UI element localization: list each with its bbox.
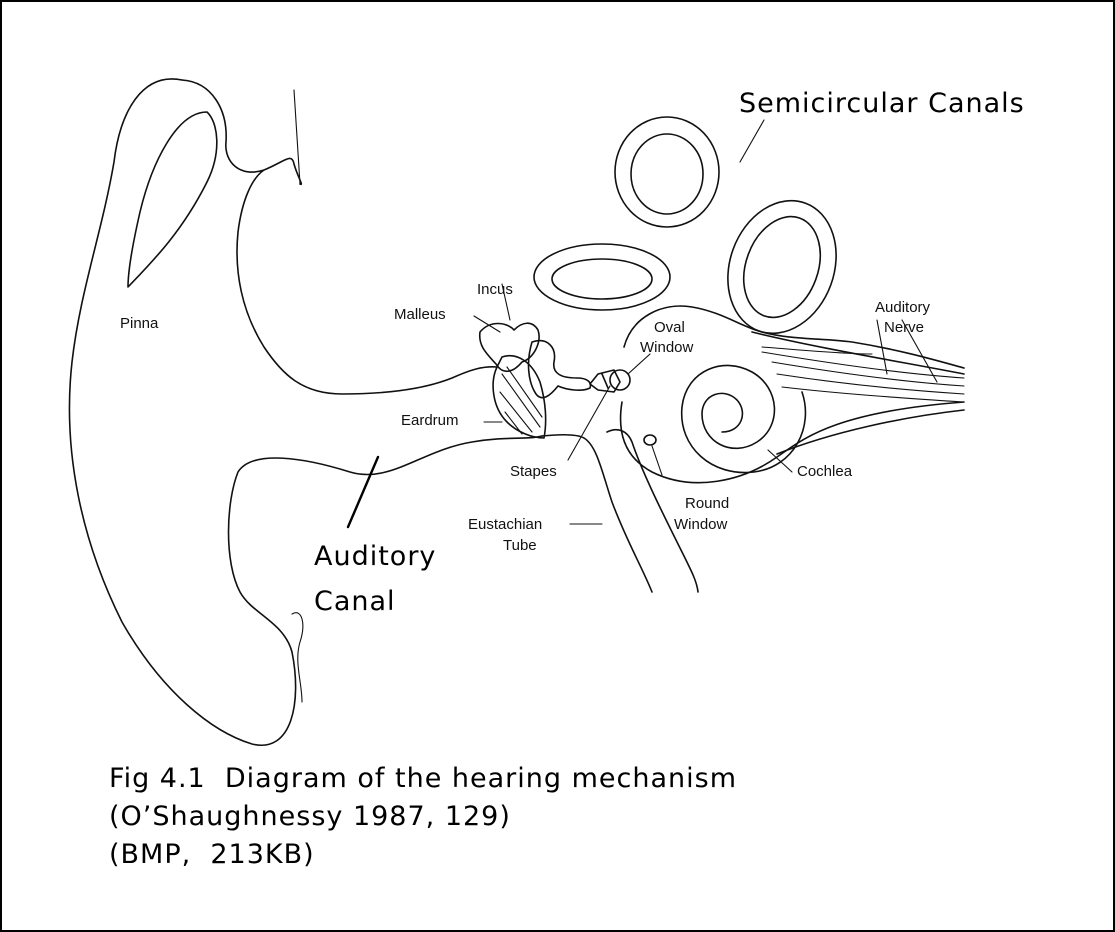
label-auditory-nerve-1: Auditory	[875, 299, 931, 316]
caption-citation: (O’Shaughnessy 1987, 129)	[109, 798, 737, 836]
label-eardrum: Eardrum	[401, 412, 459, 429]
label-eustachian-tube-2: Tube	[503, 537, 537, 554]
figure-caption: Fig 4.1 Diagram of the hearing mechanism…	[109, 760, 737, 874]
canal-loop-posterior	[710, 185, 854, 348]
caption-file-info: (BMP, 213KB)	[109, 836, 737, 874]
inner-fold	[128, 112, 217, 287]
label-auditory-nerve-2: Nerve	[884, 319, 924, 336]
canal-loop-posterior-inner	[730, 206, 833, 328]
label-stapes: Stapes	[510, 463, 557, 480]
label-incus: Incus	[477, 281, 513, 298]
label-cochlea: Cochlea	[797, 463, 853, 480]
incus-shape	[529, 341, 591, 398]
label-malleus: Malleus	[394, 306, 446, 323]
pinna-outline	[69, 79, 542, 745]
canal-loop-lateral	[534, 244, 670, 310]
label-oval-window-1: Oval	[654, 319, 685, 336]
label-pinna: Pinna	[120, 315, 159, 332]
label-auditory-canal-2: Canal	[314, 586, 396, 617]
label-oval-window-2: Window	[640, 339, 694, 356]
label-semicircular-canals: Semicircular Canals	[739, 88, 1025, 119]
oval-window-ring	[610, 370, 630, 390]
canal-lower-wall	[542, 435, 652, 592]
round-window-shape	[644, 435, 656, 445]
nerve-bundle-edge	[752, 332, 964, 454]
label-eustachian-tube-1: Eustachian	[468, 516, 542, 533]
auditory-canal-pointer	[348, 457, 378, 527]
cochlea-spiral	[682, 365, 806, 472]
caption-title: Fig 4.1 Diagram of the hearing mechanism	[109, 760, 737, 798]
helix-outline	[182, 80, 497, 394]
canal-loop-lateral-inner	[552, 259, 652, 299]
helix-tip	[294, 90, 300, 184]
eardrum-lines	[500, 367, 542, 434]
label-auditory-canal-1: Auditory	[314, 541, 436, 572]
canal-loop-anterior-inner	[631, 134, 703, 214]
label-round-window-2: Window	[674, 516, 728, 533]
label-round-window-1: Round	[685, 495, 729, 512]
